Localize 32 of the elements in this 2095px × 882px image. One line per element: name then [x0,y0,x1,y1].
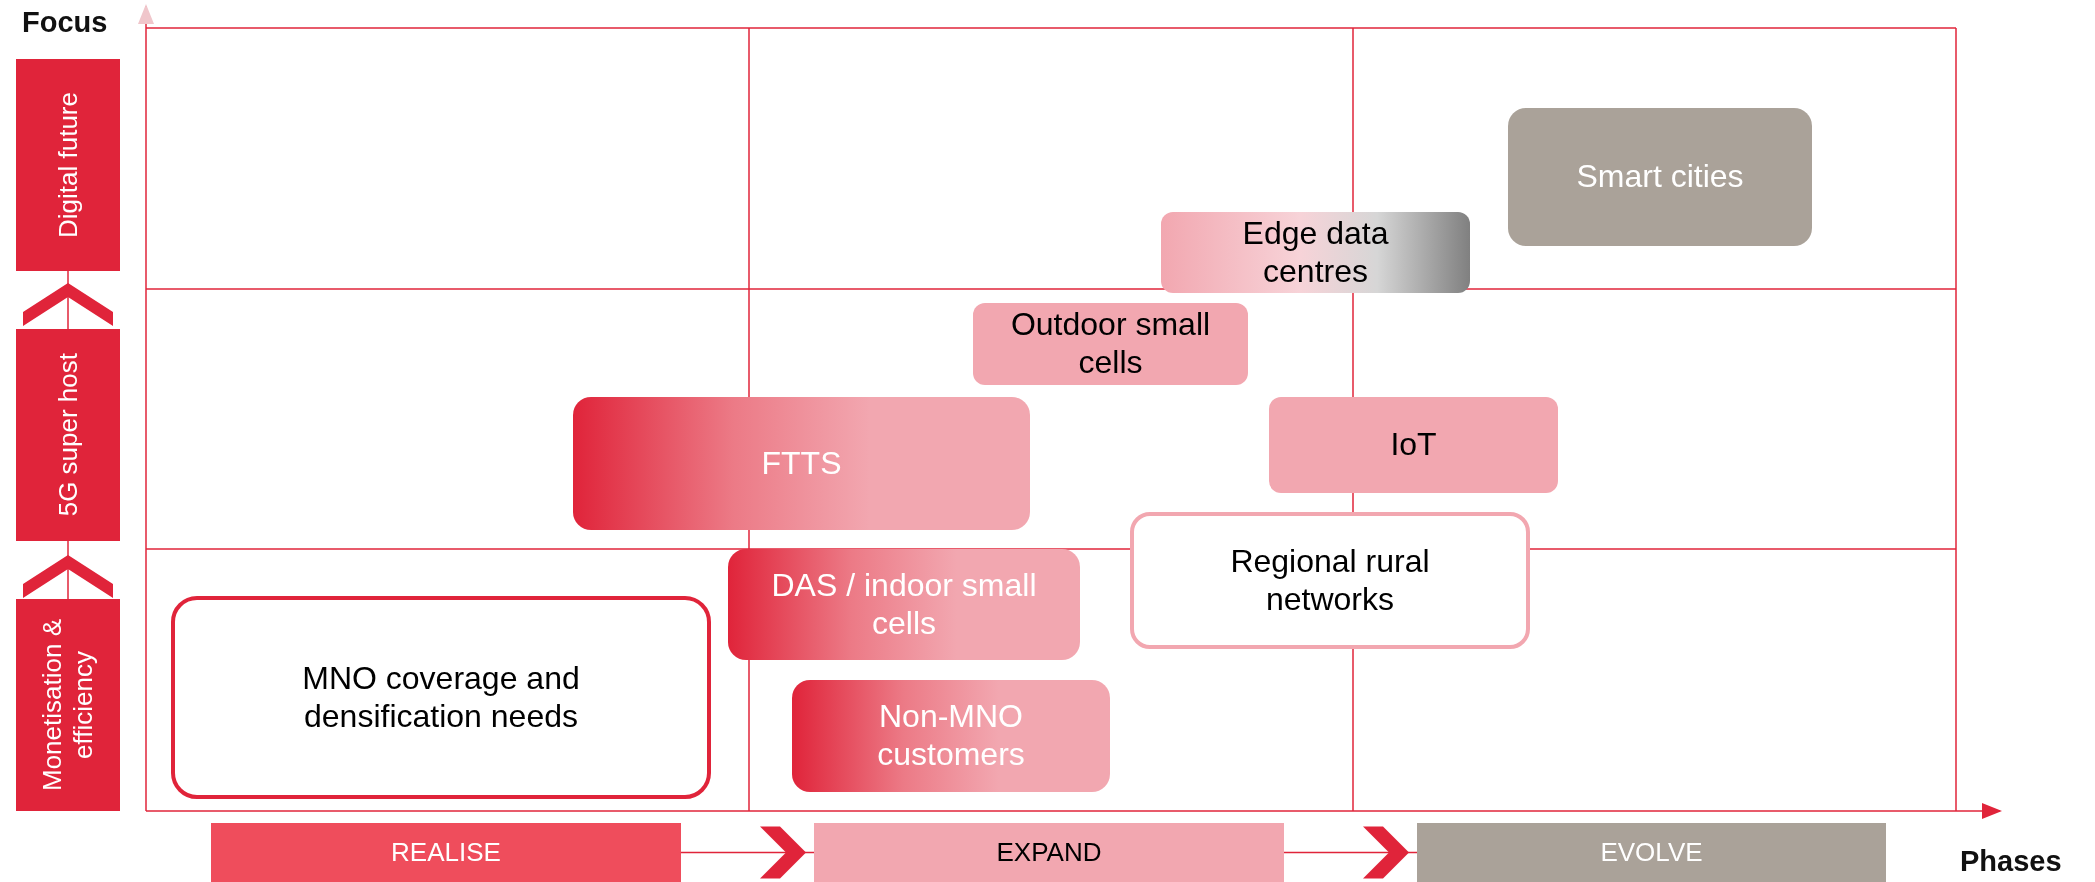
focus-band [16,599,120,811]
rounded-box [1269,397,1558,493]
rounded-box [973,303,1248,385]
node-label: EVOLVE [1599,837,1704,868]
node-label: Monetisation & efficiency [37,618,99,793]
focus-band [16,59,120,271]
rounded-box [1161,212,1470,293]
axis-title: Phases [1960,845,2062,878]
rounded-box [792,680,1110,792]
node-label: IoT [1389,426,1438,464]
phase-bar [1417,823,1886,882]
node-label: FTTS [760,444,843,483]
node-label: Regional rural networks [1229,542,1431,619]
node-label: Digital future [52,91,84,240]
axis-title: Focus [22,6,108,39]
node-label: MNO coverage and densification needs [301,659,581,736]
rounded-box [728,549,1080,660]
node-label: DAS / indoor small cells [770,566,1038,643]
node-label: Outdoor small cells [1009,306,1212,382]
focus-band [16,329,120,541]
rounded-box [1130,512,1530,649]
node-label: REALISE [390,837,502,868]
node-label: EXPAND [995,837,1103,868]
node-label: 5G super host [52,352,84,519]
rounded-box [171,596,711,799]
node-label: Smart cities [1575,158,1745,196]
phase-bar [814,823,1284,882]
node-label: Edge data centres [1241,214,1390,291]
node-label: Non-MNO customers [876,698,1026,774]
rounded-box [1508,108,1812,246]
rounded-box [573,397,1030,530]
phase-bar [211,823,681,882]
